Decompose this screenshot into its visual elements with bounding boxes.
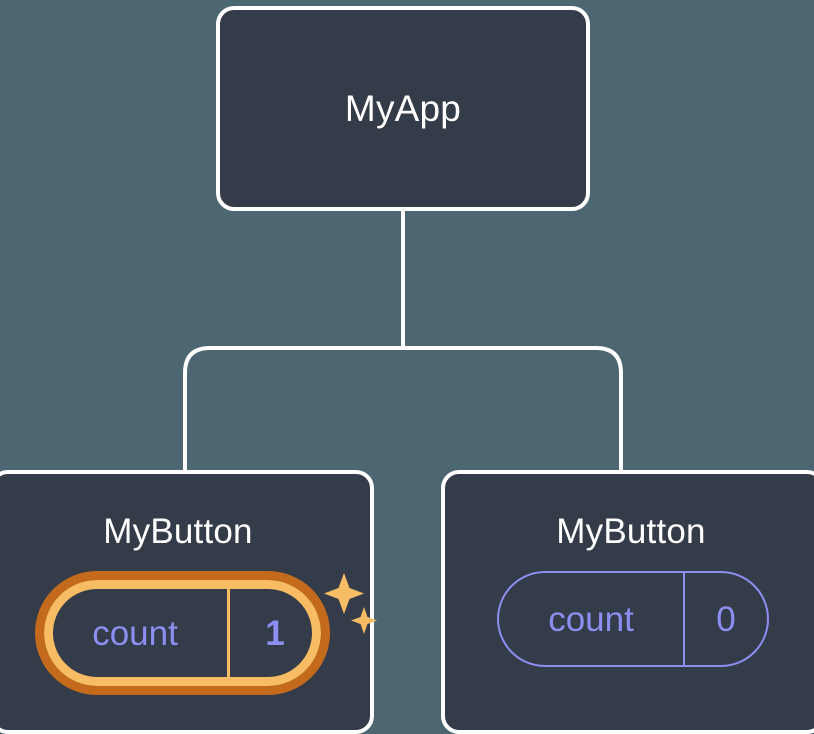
state-pill-value-cell: 1 (226, 580, 321, 686)
state-pill-default[interactable]: count 0 (497, 571, 769, 667)
component-node-title: MyApp (344, 88, 462, 129)
component-node-mybutton-left[interactable]: MyButton count 1 (0, 470, 377, 734)
connector-branch-bus (183, 346, 623, 480)
state-pill-value-label: 1 (265, 613, 285, 653)
component-node-mybutton-right[interactable]: MyButton count 0 (441, 470, 814, 734)
state-pill-key-label: count (548, 599, 634, 639)
component-node-title: MyButton (103, 512, 253, 551)
component-node-title: MyButton (556, 512, 706, 551)
sparkle-small-icon (350, 607, 377, 634)
sparkle-large-icon (323, 573, 364, 614)
state-pill-value-cell: 0 (683, 573, 767, 665)
state-pill-container-right: count 0 (497, 571, 769, 667)
state-pill-key-cell: count (499, 573, 683, 665)
component-node-myapp[interactable]: MyApp (216, 6, 590, 211)
state-pill-key-cell: count (44, 580, 227, 686)
state-pill-key-label: count (92, 613, 178, 653)
state-pill-highlighted[interactable]: count 1 (34, 571, 330, 695)
state-pill-value-label: 0 (716, 599, 736, 639)
state-pill-container-left: count 1 (34, 571, 377, 695)
